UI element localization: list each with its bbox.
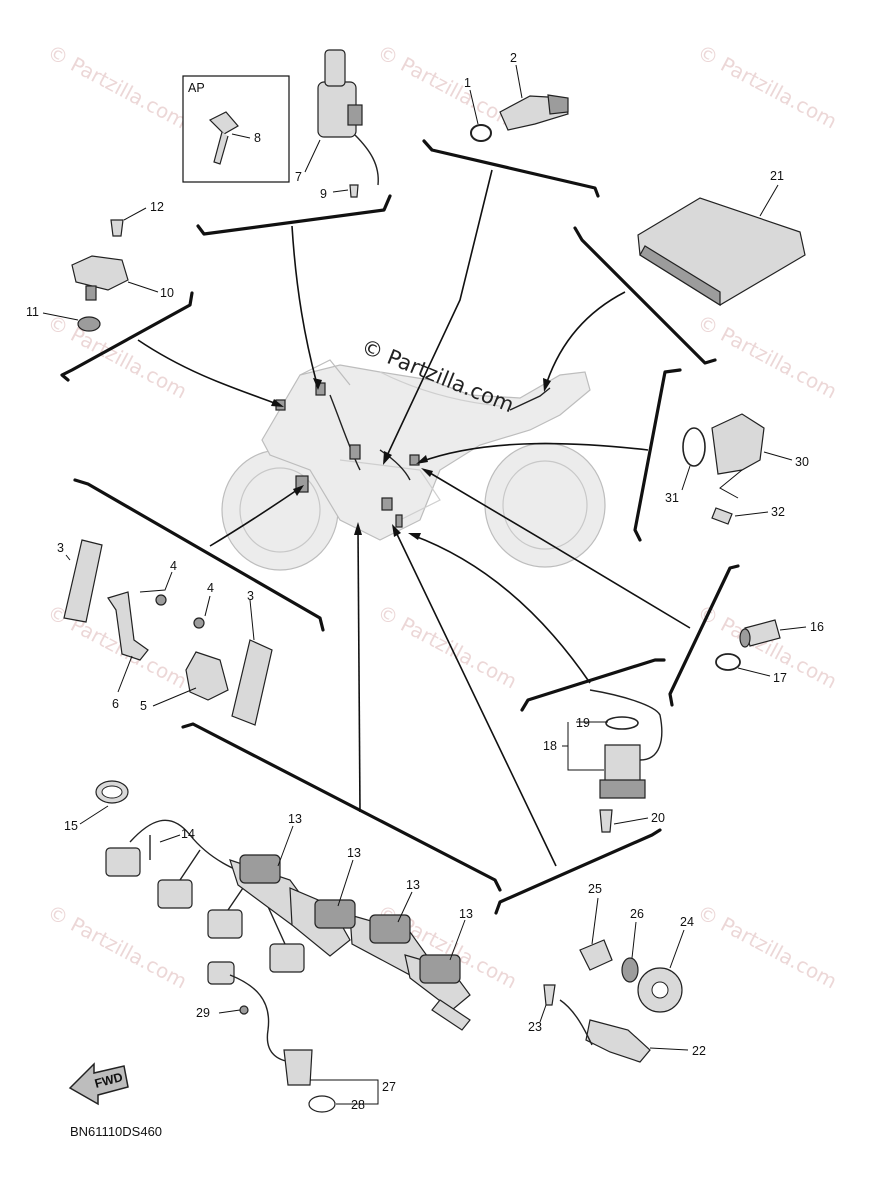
watermark: © Partzilla.com [694, 40, 842, 134]
callout-22: 22 [692, 1044, 706, 1058]
callout-4b: 4 [207, 581, 214, 595]
callout-4a: 4 [170, 559, 177, 573]
sensor-cable-27-28-29: 29 27 28 [196, 961, 396, 1113]
callout-3a: 3 [57, 541, 64, 555]
callout-26: 26 [630, 907, 644, 921]
fwd-arrow: FWD [68, 1062, 129, 1106]
watermark: © Partzilla.com [44, 900, 192, 994]
sensor-left: 12 10 11 [26, 200, 174, 332]
callout-13a: 13 [288, 812, 302, 826]
callout-9: 9 [320, 187, 327, 201]
callout-11: 11 [26, 305, 39, 319]
watermark: © Partzilla.com [694, 900, 842, 994]
callout-3b: 3 [247, 589, 254, 603]
callout-12: 12 [150, 200, 164, 214]
reflector-group: 3 3 4 4 5 6 [57, 539, 273, 726]
switch-top-center: 1 2 [464, 51, 569, 142]
watermark: © Partzilla.com [694, 310, 842, 404]
group-brackets [60, 139, 740, 915]
callout-25: 25 [588, 882, 602, 896]
callout-14: 14 [181, 827, 195, 841]
callout-23: 23 [528, 1020, 542, 1034]
callout-2: 2 [510, 51, 517, 65]
callout-31: 31 [665, 491, 679, 505]
sensor-16-17: 16 17 [715, 619, 824, 685]
callout-13d: 13 [459, 907, 473, 921]
callout-16: 16 [810, 620, 824, 634]
callout-32: 32 [771, 505, 785, 519]
main-switch-assembly: 7 9 [295, 49, 379, 201]
watermark: © Partzilla.com [374, 600, 522, 694]
diagram-code: BN61110DS460 [70, 1124, 162, 1139]
callout-24: 24 [680, 915, 694, 929]
callout-28: 28 [351, 1098, 365, 1112]
callout-21: 21 [770, 169, 784, 183]
watermark: © Partzilla.com [44, 310, 192, 404]
ignition-coils: 13 13 13 13 [229, 812, 473, 1031]
callout-10: 10 [160, 286, 174, 300]
callout-15: 15 [64, 819, 78, 833]
callout-7: 7 [295, 170, 302, 184]
callout-29: 29 [196, 1006, 210, 1020]
callout-6: 6 [112, 697, 119, 711]
watermark: © Partzilla.com [44, 40, 192, 134]
key-part-icon [208, 111, 239, 165]
pickup-rotor-group: 25 26 24 23 22 [528, 882, 706, 1063]
callout-27: 27 [382, 1080, 396, 1094]
watermark: © Partzilla.com [374, 40, 522, 134]
watermark: © Partzilla.com [694, 600, 842, 694]
callout-5: 5 [140, 699, 147, 713]
callout-19: 19 [576, 716, 590, 730]
callout-1: 1 [464, 76, 471, 90]
callout-30: 30 [795, 455, 809, 469]
callout-18: 18 [543, 739, 557, 753]
ecu-unit: 21 [637, 169, 806, 307]
inset-box-ap: AP 8 [182, 75, 290, 183]
callout-20: 20 [651, 811, 665, 825]
callout-13c: 13 [406, 878, 420, 892]
callout-13b: 13 [347, 846, 361, 860]
inset-label: AP [188, 81, 205, 95]
sensor-right: 30 31 32 [665, 413, 809, 525]
callout-17: 17 [773, 671, 787, 685]
callout-8: 8 [254, 131, 261, 145]
leader-lines [137, 169, 691, 867]
sensor-18-19-20: 19 18 20 [543, 689, 665, 833]
